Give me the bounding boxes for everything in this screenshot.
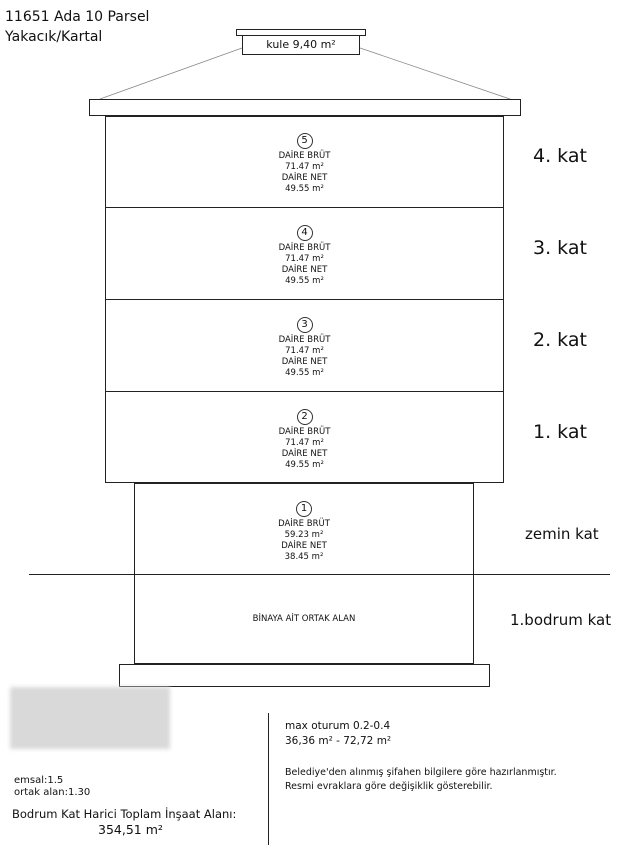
unit-brut-label: DAİRE BRÜT — [278, 427, 331, 437]
unit-net-value: 49.55 m² — [285, 368, 324, 378]
floor-divider — [105, 391, 504, 392]
unit-net-label: DAİRE NET — [281, 173, 328, 183]
floor-label-ground: zemin kat — [525, 525, 599, 543]
unit-brut-label: DAİRE BRÜT — [278, 335, 331, 345]
unit-number: 5 — [296, 133, 313, 149]
max-coverage-label: max oturum 0.2-0.4 — [285, 720, 391, 732]
tower-box — [242, 35, 360, 55]
floor-label-2: 2. kat — [533, 329, 587, 351]
unit-net-value: 38.45 m² — [284, 552, 324, 562]
unit-number: 3 — [296, 317, 313, 333]
max-coverage-value: 36,36 m² - 72,72 m² — [285, 735, 392, 747]
floor-label-4: 4. kat — [533, 145, 587, 167]
unit-net-value: 49.55 m² — [285, 460, 324, 470]
unit-4: 4 DAİRE BRÜT 71.47 m² DAİRE NET 49.55 m² — [105, 225, 504, 287]
unit-1: 1 DAİRE BRÜT 59.23 m² DAİRE NET 38.45 m² — [134, 501, 474, 563]
basement-common-area: BİNAYA AİT ORTAK ALAN — [252, 614, 356, 624]
unit-net-label: DAİRE NET — [281, 357, 328, 367]
redacted-area — [10, 687, 170, 749]
info-divider — [268, 713, 269, 845]
unit-net-label: DAİRE NET — [281, 541, 327, 551]
unit-number: 4 — [296, 225, 313, 241]
unit-brut-value: 71.47 m² — [285, 162, 324, 172]
unit-brut-value: 71.47 m² — [285, 438, 324, 448]
foundation-slab — [119, 664, 490, 687]
unit-brut-value: 71.47 m² — [285, 254, 324, 264]
floor-divider — [105, 299, 504, 300]
floor-label-basement: 1.bodrum kat — [510, 611, 612, 629]
emsal-value: emsal:1.5 — [14, 775, 64, 786]
municipality-note: Belediye'den alınmış şifahen bilgilere g… — [285, 767, 557, 778]
roof-lines — [99, 47, 511, 100]
roof-slab — [89, 99, 521, 116]
floor-label-3: 3. kat — [533, 237, 587, 259]
unit-net-label: DAİRE NET — [281, 265, 328, 275]
unit-net-value: 49.55 m² — [285, 184, 324, 194]
unit-brut-label: DAİRE BRÜT — [278, 151, 331, 161]
unit-number: 1 — [296, 501, 312, 517]
official-docs-note: Resmi evraklara göre değişiklik göstereb… — [285, 781, 493, 792]
unit-5: 5 DAİRE BRÜT 71.47 m² DAİRE NET 49.55 m² — [105, 133, 504, 195]
unit-brut-label: DAİRE BRÜT — [278, 243, 331, 253]
floor-divider — [105, 207, 504, 208]
ground-line — [29, 574, 610, 575]
unit-brut-value: 71.47 m² — [285, 346, 324, 356]
parcel-title: 11651 Ada 10 Parsel — [5, 9, 150, 25]
unit-net-value: 49.55 m² — [285, 276, 324, 286]
unit-brut-value: 59.23 m² — [284, 530, 324, 540]
total-area-value: 354,51 m² — [98, 822, 163, 837]
unit-number: 2 — [296, 409, 313, 425]
unit-3: 3 DAİRE BRÜT 71.47 m² DAİRE NET 49.55 m² — [105, 317, 504, 379]
location-title: Yakacık/Kartal — [5, 29, 103, 45]
unit-net-label: DAİRE NET — [281, 449, 328, 459]
unit-brut-label: DAİRE BRÜT — [278, 519, 330, 529]
floor-label-1: 1. kat — [533, 421, 587, 443]
unit-2: 2 DAİRE BRÜT 71.47 m² DAİRE NET 49.55 m² — [105, 409, 504, 471]
tower-label: kule 9,40 m² — [266, 38, 336, 51]
total-area-label: Bodrum Kat Harici Toplam İnşaat Alanı: — [12, 807, 237, 821]
common-area-value: ortak alan:1.30 — [14, 787, 91, 798]
